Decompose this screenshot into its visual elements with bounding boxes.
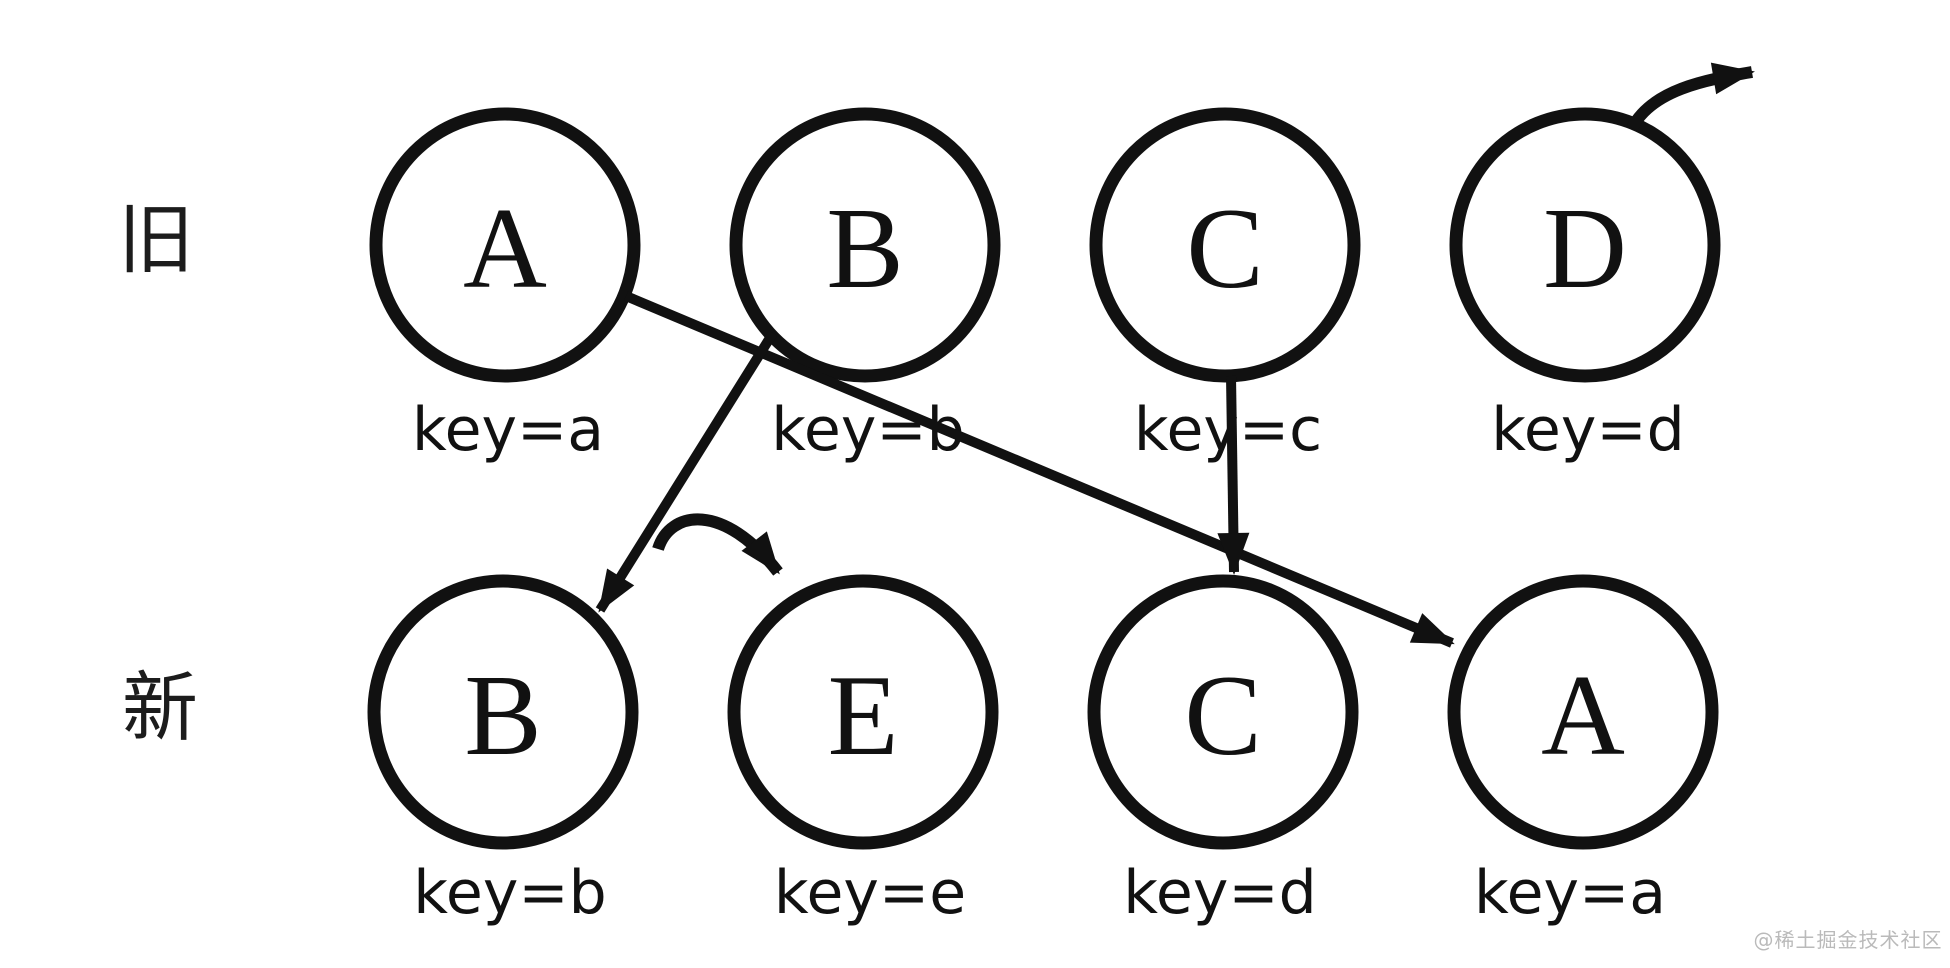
new-node-A-letter: A [1541, 652, 1625, 780]
old-node-C-letter: C [1186, 185, 1264, 313]
new-node-A-key: key=a [1473, 858, 1667, 928]
old-node-A-letter: A [463, 185, 547, 313]
arrow-old-B-to-new-B [595, 330, 778, 613]
old-node-C-key: key=c [1133, 395, 1323, 465]
old-node-D-letter: D [1543, 185, 1627, 313]
new-row-label: 新 [122, 663, 198, 752]
old-node-B-letter: B [826, 185, 904, 313]
old-node-A-key: key=a [411, 395, 605, 465]
new-node-E-key: key=e [773, 858, 967, 928]
old-row-label: 旧 [118, 195, 194, 284]
arrow-old-D-removed [1626, 62, 1755, 132]
watermark-text: @稀土掘金技术社区 [1753, 928, 1943, 952]
arrow-old-A-to-new-A [624, 291, 1455, 648]
new-node-B-letter: B [464, 652, 542, 780]
new-node-B-key: key=b [413, 858, 607, 928]
new-node-E-letter: E [827, 652, 899, 780]
new-node-C-key: key=d [1123, 858, 1317, 928]
new-node-C-letter: C [1184, 652, 1262, 780]
old-node-D-key: key=d [1491, 395, 1685, 465]
arrow-new-E-inserted [652, 513, 783, 576]
old-node-B-key: key=b [771, 395, 965, 465]
